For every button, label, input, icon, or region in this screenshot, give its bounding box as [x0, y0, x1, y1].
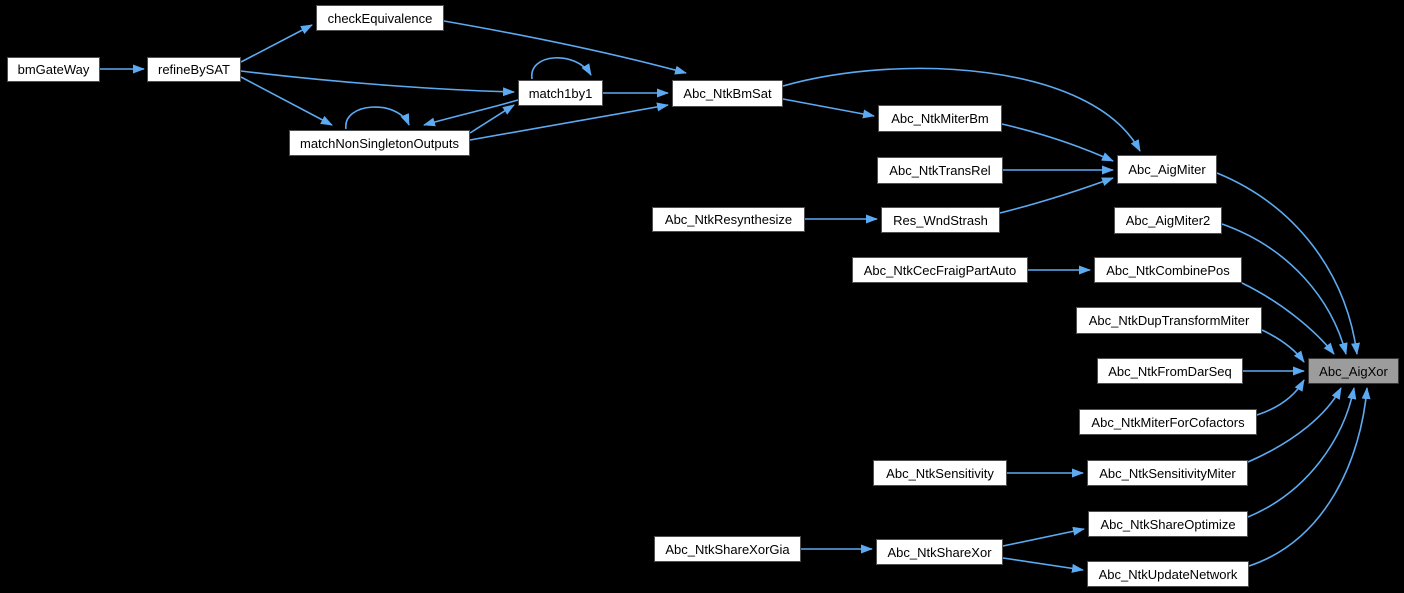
edge-matchNonSingletonOutputs-to-Abc_NtkBmSat: [469, 102, 669, 141]
node-Abc_NtkShareOptimize[interactable]: Abc_NtkShareOptimize: [1088, 511, 1248, 537]
node-Abc_AigMiter2[interactable]: Abc_AigMiter2: [1114, 207, 1222, 234]
node-Abc_NtkBmSat[interactable]: Abc_NtkBmSat: [672, 80, 783, 107]
node-Abc_AigMiter[interactable]: Abc_AigMiter: [1117, 155, 1217, 184]
edge-matchNonSingletonOutputs-to-match1by1: [469, 104, 515, 134]
node-match1by1[interactable]: match1by1: [518, 80, 603, 106]
node-Abc_NtkMiterForCofactors[interactable]: Abc_NtkMiterForCofactors: [1079, 409, 1257, 435]
edge-match1by1-to-matchNonSingletonOutputs: [423, 99, 519, 127]
edge-refineBySAT-to-matchNonSingletonOutputs: [240, 76, 333, 126]
edge-matchNonSingletonOutputs-to-matchNonSingletonOutputs: [345, 106, 410, 130]
node-Abc_NtkDupTransformMiter[interactable]: Abc_NtkDupTransformMiter: [1076, 307, 1262, 334]
edge-Abc_NtkMiterForCofactors-to-Abc_AigXor: [1256, 379, 1305, 416]
edge-Abc_AigMiter2-to-Abc_AigXor: [1221, 223, 1348, 355]
node-Abc_NtkFromDarSeq[interactable]: Abc_NtkFromDarSeq: [1097, 358, 1243, 384]
edge-Abc_AigMiter-to-Abc_AigXor: [1216, 172, 1360, 355]
node-matchNonSingletonOutputs[interactable]: matchNonSingletonOutputs: [289, 130, 470, 156]
node-Abc_NtkResynthesize[interactable]: Abc_NtkResynthesize: [652, 207, 805, 232]
edge-refineBySAT-to-checkEquivalence: [240, 24, 313, 63]
node-Abc_NtkShareXor[interactable]: Abc_NtkShareXor: [876, 539, 1003, 565]
edge-Abc_NtkCombinePos-to-Abc_AigXor: [1241, 282, 1335, 355]
node-Abc_NtkSensitivityMiter[interactable]: Abc_NtkSensitivityMiter: [1087, 460, 1248, 486]
edge-Abc_NtkUpdateNetwork-to-Abc_AigXor: [1248, 387, 1371, 567]
edge-Abc_NtkMiterBm-to-Abc_AigMiter: [1001, 123, 1114, 162]
edge-Abc_NtkSensitivityMiter-to-Abc_AigXor: [1247, 387, 1342, 463]
node-Abc_AigXor: Abc_AigXor: [1308, 358, 1399, 384]
node-Abc_NtkMiterBm[interactable]: Abc_NtkMiterBm: [878, 105, 1002, 132]
node-Abc_NtkCecFraigPartAuto[interactable]: Abc_NtkCecFraigPartAuto: [852, 257, 1028, 283]
edge-Res_WndStrash-to-Abc_AigMiter: [999, 177, 1114, 214]
node-Abc_NtkTransRel[interactable]: Abc_NtkTransRel: [877, 157, 1003, 184]
node-Abc_NtkShareXorGia[interactable]: Abc_NtkShareXorGia: [654, 536, 801, 562]
node-bmGateWay[interactable]: bmGateWay: [7, 57, 100, 82]
edge-Abc_NtkShareOptimize-to-Abc_AigXor: [1247, 387, 1357, 518]
edge-match1by1-to-match1by1: [531, 56, 592, 80]
edge-Abc_NtkDupTransformMiter-to-Abc_AigXor: [1261, 329, 1305, 363]
edge-checkEquivalence-to-Abc_NtkBmSat: [443, 20, 687, 75]
edge-Abc_NtkShareXor-to-Abc_NtkShareOptimize: [1002, 526, 1085, 547]
node-Abc_NtkUpdateNetwork[interactable]: Abc_NtkUpdateNetwork: [1087, 561, 1249, 587]
edge-Abc_NtkBmSat-to-Abc_NtkMiterBm: [782, 98, 875, 119]
node-Res_WndStrash[interactable]: Res_WndStrash: [881, 207, 1000, 233]
edge-refineBySAT-to-match1by1: [240, 70, 515, 97]
node-Abc_NtkCombinePos[interactable]: Abc_NtkCombinePos: [1094, 257, 1242, 283]
node-Abc_NtkSensitivity[interactable]: Abc_NtkSensitivity: [873, 460, 1007, 486]
node-checkEquivalence[interactable]: checkEquivalence: [316, 5, 444, 31]
node-refineBySAT[interactable]: refineBySAT: [147, 57, 241, 82]
edge-Abc_NtkShareXor-to-Abc_NtkUpdateNetwork: [1002, 557, 1084, 573]
edge-Abc_NtkBmSat-to-Abc_AigMiter: [782, 67, 1141, 152]
